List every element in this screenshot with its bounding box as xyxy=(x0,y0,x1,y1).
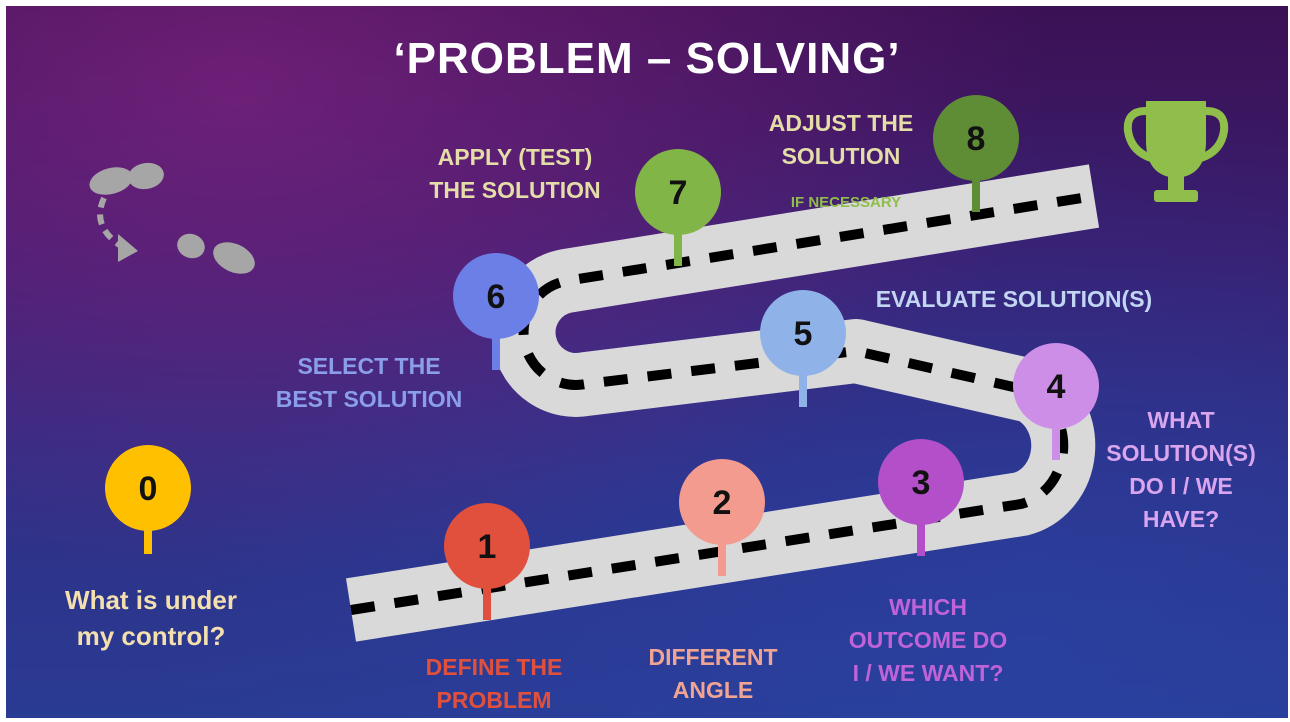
step-1-number: 1 xyxy=(478,528,497,566)
step-6-label: SELECT THE BEST SOLUTION xyxy=(254,350,484,416)
step-5-pin-head xyxy=(760,290,846,376)
step-0-label-line-2: my control? xyxy=(76,621,226,651)
step-6-label-line-2: BEST SOLUTION xyxy=(275,386,463,412)
step-5-label: EVALUATE SOLUTION(S) xyxy=(844,283,1184,316)
step-marker-5: 5 xyxy=(760,290,846,407)
step-3-pin-head xyxy=(878,439,964,525)
step-marker-6: 6 xyxy=(453,253,539,370)
step-4-number: 4 xyxy=(1047,368,1066,406)
step-3-number: 3 xyxy=(912,464,931,502)
step-marker-4: 4 xyxy=(1013,343,1099,460)
step-marker-0: 0 xyxy=(105,445,191,554)
step-8-label-line-1: ADJUST THE xyxy=(768,110,914,136)
road-centerline xyxy=(350,191,1095,615)
step-3-label-line-1: WHICH xyxy=(889,594,967,620)
step-3-label: WHICH OUTCOME DO I / WE WANT? xyxy=(828,591,1028,690)
step-6-label-line-1: SELECT THE xyxy=(297,353,441,379)
step-2-number: 2 xyxy=(713,484,732,522)
step-4-label-line-4: HAVE? xyxy=(1142,506,1220,532)
step-3-label-line-2: OUTCOME DO xyxy=(848,627,1008,653)
step-8-number: 8 xyxy=(967,120,986,158)
step-2-label-line-1: DIFFERENT xyxy=(648,644,778,670)
step-7-label-line-2: THE SOLUTION xyxy=(429,177,601,203)
step-2-pin-head xyxy=(679,459,765,545)
slide-title: ‘PROBLEM – SOLVING’ xyxy=(393,34,901,83)
step-1-label: DEFINE THE PROBLEM xyxy=(394,651,594,717)
step-marker-3: 3 xyxy=(878,439,964,556)
step-markers: 0 1 2 3 4 5 6 7 8 xyxy=(105,95,1099,620)
step-7-number: 7 xyxy=(669,174,688,212)
step-8-label: ADJUST THE SOLUTION xyxy=(746,107,936,173)
step-2-label: DIFFERENT ANGLE xyxy=(618,641,808,707)
step-8-label-line-2: SOLUTION xyxy=(781,143,901,169)
step-3-label-line-3: I / WE WANT? xyxy=(852,660,1004,686)
step-5-label-line-1: EVALUATE SOLUTION(S) xyxy=(875,286,1153,312)
step-4-label-line-2: SOLUTION(S) xyxy=(1106,440,1256,466)
step-8-pin-head xyxy=(933,95,1019,181)
step-marker-7: 7 xyxy=(635,149,721,266)
slide: 0 1 2 3 4 5 6 7 8 ‘PROBLEM – SOLVING’ Wh… xyxy=(6,6,1288,718)
diagram-canvas: 0 1 2 3 4 5 6 7 8 xyxy=(89,95,1229,642)
step-7-label: APPLY (TEST) THE SOLUTION xyxy=(410,141,620,207)
step-marker-8: 8 xyxy=(933,95,1019,212)
step-0-number: 0 xyxy=(139,470,158,508)
step-4-label-line-1: WHAT xyxy=(1147,407,1215,433)
step-1-label-line-2: PROBLEM xyxy=(436,687,552,713)
step-1-label-line-1: DEFINE THE xyxy=(425,654,563,680)
step-0-label: What is under my control? xyxy=(36,582,266,654)
step-0-label-line-1: What is under xyxy=(65,585,237,615)
step-6-pin-head xyxy=(453,253,539,339)
step-0-pin-head xyxy=(105,445,191,531)
step-7-pin-head xyxy=(635,149,721,235)
step-8-note: IF NECESSARY xyxy=(790,194,902,211)
step-4-label-line-3: DO I / WE xyxy=(1129,473,1233,499)
step-1-pin-head xyxy=(444,503,530,589)
step-7-label-line-1: APPLY (TEST) xyxy=(437,144,593,170)
step-4-pin-head xyxy=(1013,343,1099,429)
step-2-label-line-2: ANGLE xyxy=(672,677,754,703)
step-4-label: WHAT SOLUTION(S) DO I / WE HAVE? xyxy=(1086,404,1276,536)
footprints-icon xyxy=(89,162,255,274)
step-6-number: 6 xyxy=(487,278,506,316)
trophy-icon xyxy=(1123,101,1229,202)
step-marker-2: 2 xyxy=(679,459,765,576)
step-marker-1: 1 xyxy=(444,503,530,620)
step-5-number: 5 xyxy=(794,315,813,353)
